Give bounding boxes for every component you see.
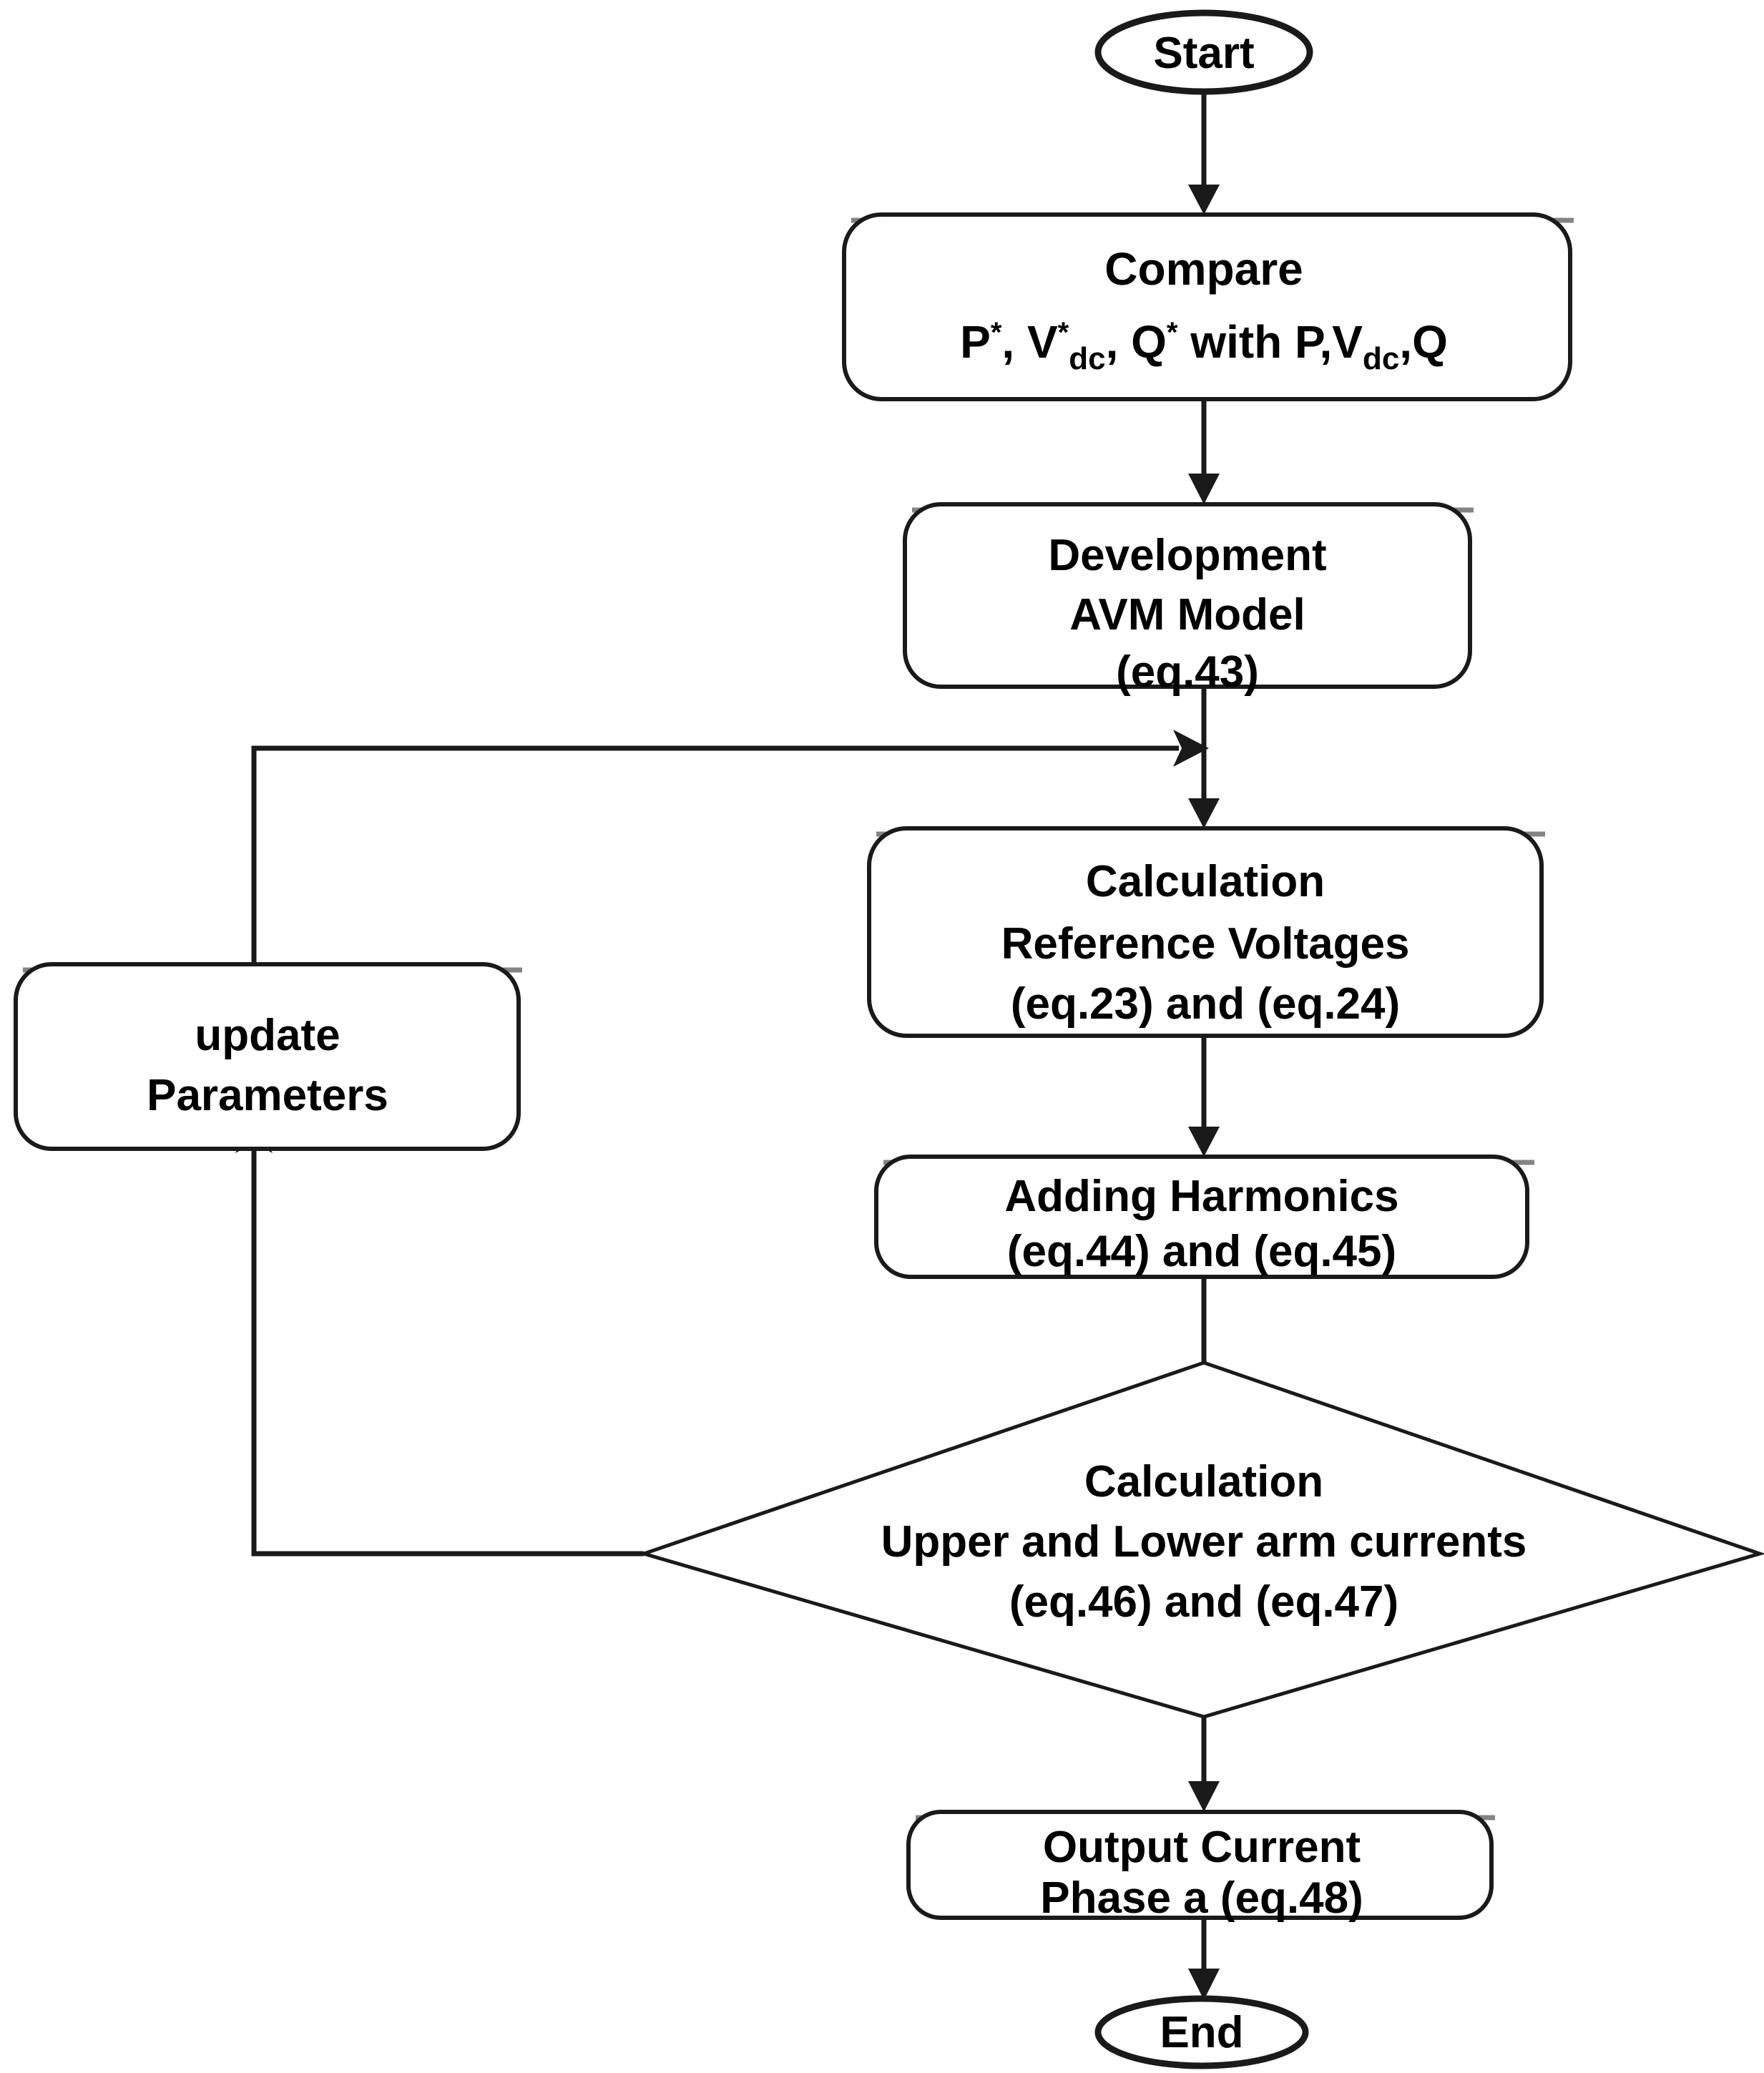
node-development-line1: Development bbox=[1048, 531, 1326, 580]
node-arm-currents-line1: Calculation bbox=[1084, 1457, 1323, 1506]
node-update-parameters-line2: Parameters bbox=[147, 1071, 388, 1120]
edge-update-parameters-to-calculation bbox=[251, 730, 1209, 964]
edge-output-to-end bbox=[1188, 1917, 1220, 2000]
compare-v: V bbox=[1027, 316, 1058, 368]
compare-p: P bbox=[960, 316, 991, 368]
node-arm-currents-line2: Upper and Lower arm currents bbox=[881, 1517, 1527, 1567]
compare-star-1: * bbox=[991, 317, 1002, 348]
compare-star-3: * bbox=[1167, 317, 1178, 348]
node-calculation-line3: (eq.23) and (eq.24) bbox=[1011, 979, 1400, 1029]
compare-sub-dc-2: dc bbox=[1363, 341, 1399, 376]
node-compare-line2: P*, V*dc, Q* with P,Vdc,Q bbox=[960, 316, 1448, 376]
node-compare[interactable]: Compare P*, V*dc, Q* with P,Vdc,Q bbox=[842, 212, 1574, 401]
node-start[interactable]: Start bbox=[1094, 9, 1313, 95]
node-harmonics-line2: (eq.44) and (eq.45) bbox=[1007, 1227, 1396, 1276]
node-harmonics-line1: Adding Harmonics bbox=[1004, 1172, 1398, 1221]
node-update-parameters[interactable]: update Parameters bbox=[14, 962, 522, 1151]
compare-tail: ,Q bbox=[1399, 316, 1448, 368]
node-development[interactable]: Development AVM Model (eq.43) bbox=[903, 502, 1474, 697]
node-output-line1: Output Current bbox=[1043, 1823, 1361, 1872]
compare-comma-1: , bbox=[1001, 316, 1027, 368]
node-end[interactable]: End bbox=[1094, 1995, 1309, 2069]
node-arm-currents[interactable]: Calculation Upper and Lower arm currents… bbox=[637, 1361, 1764, 1719]
edge-compare-to-development bbox=[1188, 399, 1220, 504]
node-calculation-line1: Calculation bbox=[1086, 857, 1325, 906]
node-adding-harmonics[interactable]: Adding Harmonics (eq.44) and (eq.45) bbox=[874, 1155, 1534, 1279]
node-output-current[interactable]: Output Current Phase a (eq.48) bbox=[906, 1810, 1495, 1923]
edge-calculation-to-harmonics bbox=[1188, 1036, 1220, 1157]
node-start-label: Start bbox=[1153, 29, 1254, 78]
node-calculation-line2: Reference Voltages bbox=[1001, 919, 1410, 969]
edge-development-to-calculation bbox=[1188, 687, 1220, 828]
node-development-line2: AVM Model bbox=[1069, 590, 1305, 639]
node-arm-currents-line3: (eq.46) and (eq.47) bbox=[1009, 1577, 1398, 1627]
compare-q: Q bbox=[1131, 316, 1167, 368]
edge-arm-currents-to-output bbox=[1188, 1717, 1220, 1812]
compare-sub-dc-1: dc bbox=[1069, 341, 1105, 376]
node-update-parameters-line1: update bbox=[195, 1011, 340, 1060]
node-output-line2: Phase a (eq.48) bbox=[1040, 1873, 1363, 1923]
node-calculation-voltages[interactable]: Calculation Reference Voltages (eq.23) a… bbox=[867, 826, 1545, 1038]
node-development-line3: (eq.43) bbox=[1116, 647, 1259, 697]
node-end-label: End bbox=[1160, 2008, 1243, 2057]
edge-arm-currents-to-update-parameters bbox=[235, 1116, 644, 1557]
compare-comma-2: , bbox=[1106, 316, 1132, 368]
node-compare-line1: Compare bbox=[1104, 243, 1303, 295]
edge-start-to-compare bbox=[1188, 93, 1220, 215]
compare-star-2: * bbox=[1058, 317, 1069, 348]
compare-with: with P,V bbox=[1178, 316, 1363, 368]
